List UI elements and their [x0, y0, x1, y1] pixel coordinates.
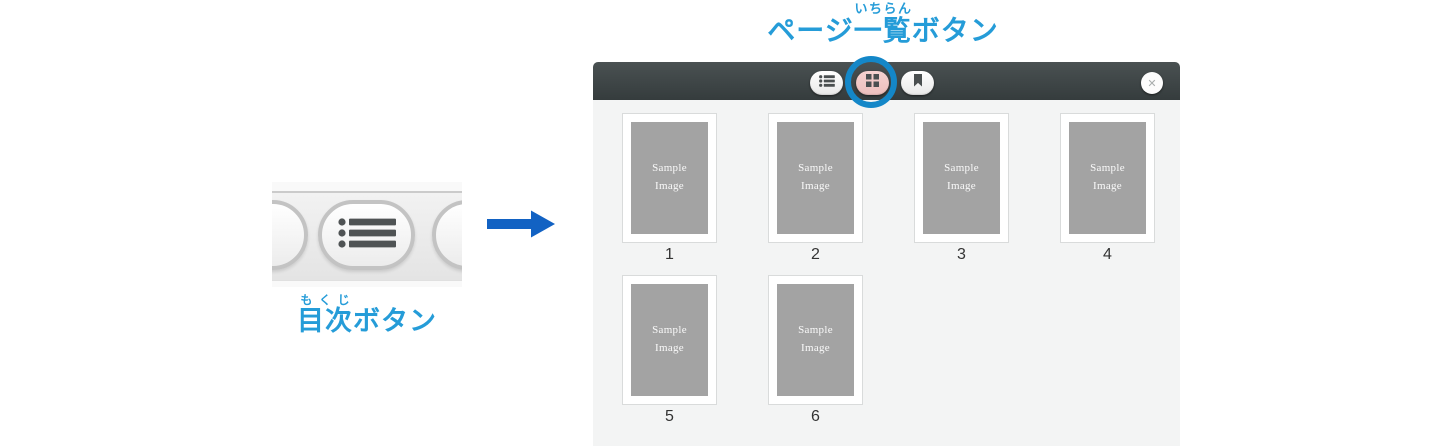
sample-image-text: Sample Image [652, 162, 687, 192]
page-thumbnail-6[interactable]: Sample Image 6 [768, 275, 863, 426]
thumbnail-image: Sample Image [631, 122, 708, 234]
thumbnail-image: Sample Image [1069, 122, 1146, 234]
page-number: 5 [665, 408, 674, 425]
list-icon [818, 74, 835, 92]
thumbnail-frame[interactable]: Sample Image [768, 113, 863, 243]
page-number: 3 [957, 246, 966, 263]
label-ruby: 目次もくじ [297, 293, 353, 336]
toc-button-large[interactable] [318, 200, 415, 270]
page-number: 6 [811, 408, 820, 425]
page-list-button-label: ページ一覧いちらんボタン [733, 1, 1033, 45]
toc-button-zoomed-fragment [272, 182, 462, 287]
sample-image-text: Sample Image [1090, 162, 1125, 192]
thumbnail-frame[interactable]: Sample Image [622, 275, 717, 405]
sample-image-text: Sample Image [652, 324, 687, 354]
sample-image-text: Sample Image [944, 162, 979, 192]
right-arrow-icon [487, 206, 557, 242]
thumbnail-image: Sample Image [777, 122, 854, 234]
label-ruby: 一覧いちらん [853, 1, 912, 46]
bookmark-icon [913, 74, 923, 92]
page-list-panel: ✕ Sample Image 1 Sample Image 2 Sample I… [593, 56, 1180, 446]
thumbnail-image: Sample Image [923, 122, 1000, 234]
thumbnail-frame[interactable]: Sample Image [1060, 113, 1155, 243]
grid-icon [866, 74, 879, 92]
toc-button[interactable] [810, 71, 843, 95]
close-button[interactable]: ✕ [1141, 72, 1163, 94]
toc-button-label: 目次もくじボタン [262, 293, 472, 335]
page-number: 1 [665, 246, 674, 263]
list-icon [337, 217, 396, 254]
page-thumbnail-1[interactable]: Sample Image 1 [622, 113, 717, 264]
thumbnail-image: Sample Image [777, 284, 854, 396]
label-text-before: ページ [767, 15, 854, 46]
thumbnail-frame[interactable]: Sample Image [768, 275, 863, 405]
sample-image-text: Sample Image [798, 324, 833, 354]
page-thumbnail-4[interactable]: Sample Image 4 [1060, 113, 1155, 264]
thumbnail-image: Sample Image [631, 284, 708, 396]
page-thumbnail-3[interactable]: Sample Image 3 [914, 113, 1009, 264]
page-number: 2 [811, 246, 820, 263]
label-text-after: ボタン [353, 306, 437, 336]
page-thumbnail-2[interactable]: Sample Image 2 [768, 113, 863, 264]
panel-header: ✕ [593, 56, 1180, 108]
page-number: 4 [1103, 246, 1112, 263]
thumbnail-frame[interactable]: Sample Image [622, 113, 717, 243]
bookmark-button[interactable] [901, 71, 934, 95]
page-list-button[interactable] [856, 71, 889, 95]
sample-image-text: Sample Image [798, 162, 833, 192]
page-thumbnail-5[interactable]: Sample Image 5 [622, 275, 717, 426]
close-icon: ✕ [1147, 77, 1157, 90]
thumbnail-frame[interactable]: Sample Image [914, 113, 1009, 243]
label-text-after: ボタン [911, 15, 999, 46]
